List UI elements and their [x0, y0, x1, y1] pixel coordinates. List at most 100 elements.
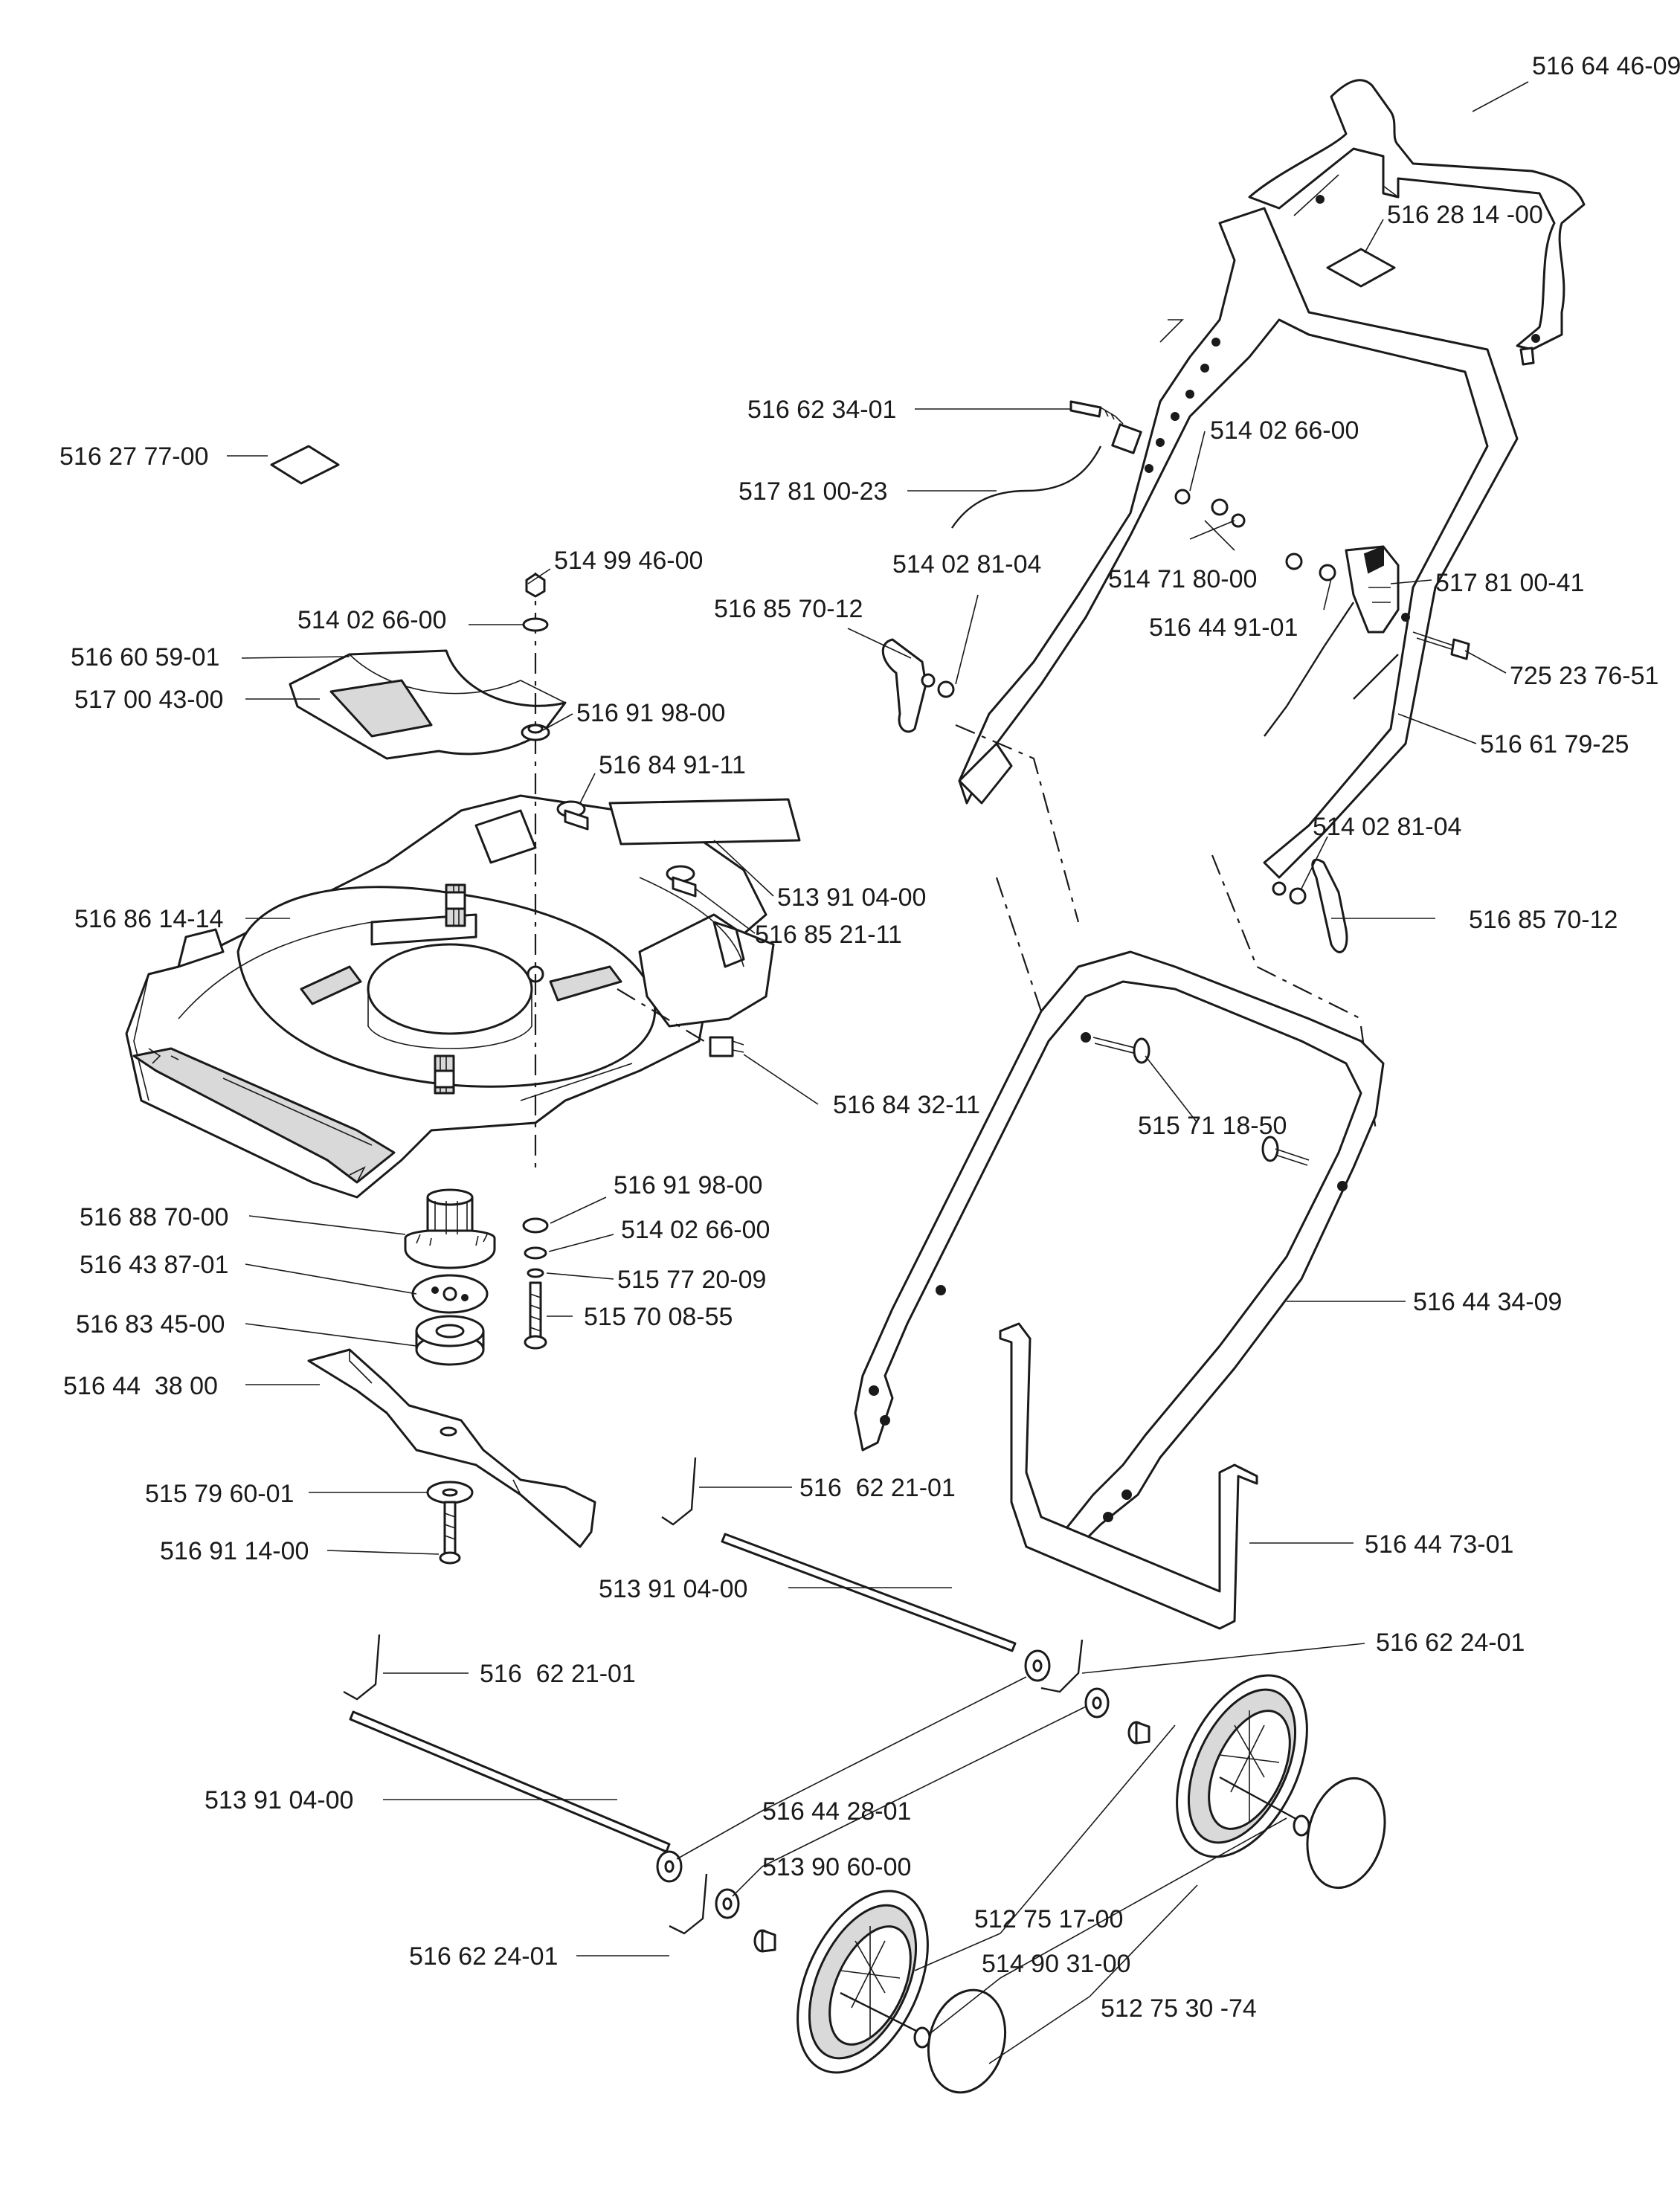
label-514026600-c: 514 02 66-00	[621, 1216, 770, 1244]
spacer-516919800-top	[521, 724, 550, 741]
label-516911400: 516 91 14-00	[160, 1537, 309, 1565]
label-516449101: 516 44 91-01	[1149, 613, 1298, 642]
wheel-front	[796, 1890, 931, 2074]
label-516622101-a: 516 62 21-01	[799, 1474, 956, 1502]
upper-handle	[958, 207, 1519, 879]
throttle-lever	[1264, 545, 1400, 737]
washer-516442801-front	[656, 1850, 683, 1883]
handle-hardware	[1174, 489, 1336, 582]
label-515700855: 515 70 08-55	[584, 1303, 733, 1331]
decal-516277700	[270, 445, 340, 485]
decal-513910400	[608, 798, 801, 846]
bolt-516843211	[709, 1036, 744, 1057]
label-516442801: 516 44 28-01	[762, 1797, 911, 1826]
label-515796001: 515 79 60-01	[145, 1480, 294, 1508]
bolt-515711850-b	[1261, 1136, 1310, 1166]
spacer-516919800-bottom	[522, 1217, 549, 1234]
wheel-rear	[1176, 1674, 1310, 1858]
label-517810023: 517 81 00-23	[738, 477, 887, 506]
cover-516605901	[289, 649, 567, 760]
washer-513906000-rear	[1084, 1687, 1110, 1719]
lower-handle	[854, 950, 1385, 1548]
label-515711850: 515 71 18-50	[1138, 1112, 1287, 1140]
deck-516861414	[125, 794, 775, 1199]
label-514718000: 514 71 80-00	[1108, 565, 1257, 593]
handle-knob-left	[881, 638, 955, 733]
label-514026600-b: 514 02 66-00	[297, 606, 446, 634]
washer-514026600-top	[522, 617, 549, 632]
decal-516281400	[1326, 248, 1396, 288]
label-516617925: 516 61 79-25	[1480, 730, 1629, 758]
bracket-516622401-rear	[1040, 1639, 1084, 1693]
label-515772009: 515 77 20-09	[617, 1266, 766, 1294]
label-516857012-a: 516 85 70-12	[714, 595, 863, 623]
handle-knob-right	[1272, 858, 1348, 953]
bolt-516911400	[439, 1501, 461, 1565]
bearing-rear	[1127, 1721, 1150, 1745]
label-516622401-a: 516 62 24-01	[1376, 1629, 1525, 1657]
label-516443800: 516 44 38 00	[63, 1372, 218, 1400]
label-516857012-b: 516 85 70-12	[1469, 906, 1618, 934]
label-516849111: 516 84 91-11	[599, 751, 746, 779]
motor-516887000	[404, 1188, 496, 1269]
label-516919800-a: 516 91 98-00	[576, 699, 725, 727]
label-516861414: 516 86 14-14	[74, 905, 223, 933]
label-516622401-b: 516 62 24-01	[409, 1942, 558, 1971]
label-513910400-b: 513 91 04-00	[205, 1786, 353, 1814]
label-514028104-a: 514 02 81-04	[892, 550, 1041, 579]
washer-516442801-rear	[1024, 1649, 1051, 1682]
label-516644609: 516 64 46-09	[1532, 52, 1680, 80]
label-513906000: 513 90 60-00	[762, 1853, 911, 1881]
label-516843211: 516 84 32-11	[833, 1091, 980, 1119]
label-725237651: 725 23 76-51	[1510, 662, 1658, 690]
washer-515772009	[527, 1268, 544, 1278]
label-516919800-b: 516 91 98-00	[614, 1171, 762, 1199]
bolt-515711850-a	[1092, 1037, 1150, 1064]
knob-516852111	[666, 865, 697, 898]
label-516852111: 516 85 21-11	[755, 921, 902, 949]
axle-bracket-lower	[343, 1634, 381, 1701]
label-514994600: 514 99 46-00	[554, 547, 703, 575]
bolt-guide-line	[617, 988, 711, 1046]
axle-front	[349, 1710, 671, 1853]
bolt-515700855	[524, 1281, 547, 1350]
hubcap-front	[927, 1988, 1007, 2094]
label-516887000: 516 88 70-00	[80, 1203, 228, 1231]
label-512751700: 512 75 17-00	[974, 1905, 1123, 1933]
label-514026600-a: 514 02 66-00	[1210, 416, 1359, 445]
hub-516834500	[415, 1315, 485, 1366]
blade-516443800	[307, 1348, 596, 1548]
hubcap-rear	[1306, 1777, 1386, 1890]
bracket-516622401-front	[669, 1873, 708, 1935]
label-516281400: 516 28 14 -00	[1387, 201, 1543, 229]
decal-517004300	[329, 679, 433, 738]
label-516623401: 516 62 34-01	[747, 396, 896, 424]
label-514903100: 514 90 31-00	[982, 1950, 1130, 1978]
bail-516447301	[999, 1322, 1258, 1630]
bearing-front	[753, 1929, 776, 1953]
label-516443409: 516 44 34-09	[1413, 1288, 1562, 1316]
label-516622101-b: 516 62 21-01	[480, 1660, 636, 1688]
label-516438701: 516 43 87-01	[80, 1251, 228, 1279]
callout-labels: 516 64 46-09 516 28 14 -00 516 62 34-01 …	[59, 52, 1680, 2023]
cable	[951, 445, 1399, 700]
label-513910400-decal: 513 91 04-00	[777, 883, 926, 912]
control-bar	[1248, 79, 1586, 366]
label-516834500: 516 83 45-00	[76, 1310, 225, 1339]
washer-514026600-bottom	[524, 1246, 547, 1260]
label-513910400-a: 513 91 04-00	[599, 1575, 747, 1603]
bolt-725237651	[1412, 631, 1470, 660]
knob-516849111	[556, 800, 589, 831]
plate-516438701	[411, 1274, 489, 1314]
axle-bracket-upper	[661, 1457, 697, 1526]
washer-515796001	[426, 1481, 474, 1504]
leader-lines	[227, 81, 1529, 2064]
label-516277700: 516 27 77-00	[59, 442, 208, 471]
label-517810041: 517 81 00-41	[1435, 569, 1584, 597]
label-517004300: 517 00 43-00	[74, 686, 223, 714]
label-512753074: 512 75 30 -74	[1101, 1994, 1257, 2023]
adjuster-screw	[1069, 400, 1142, 454]
nut-514994600	[525, 573, 546, 598]
label-516447301: 516 44 73-01	[1365, 1530, 1513, 1559]
